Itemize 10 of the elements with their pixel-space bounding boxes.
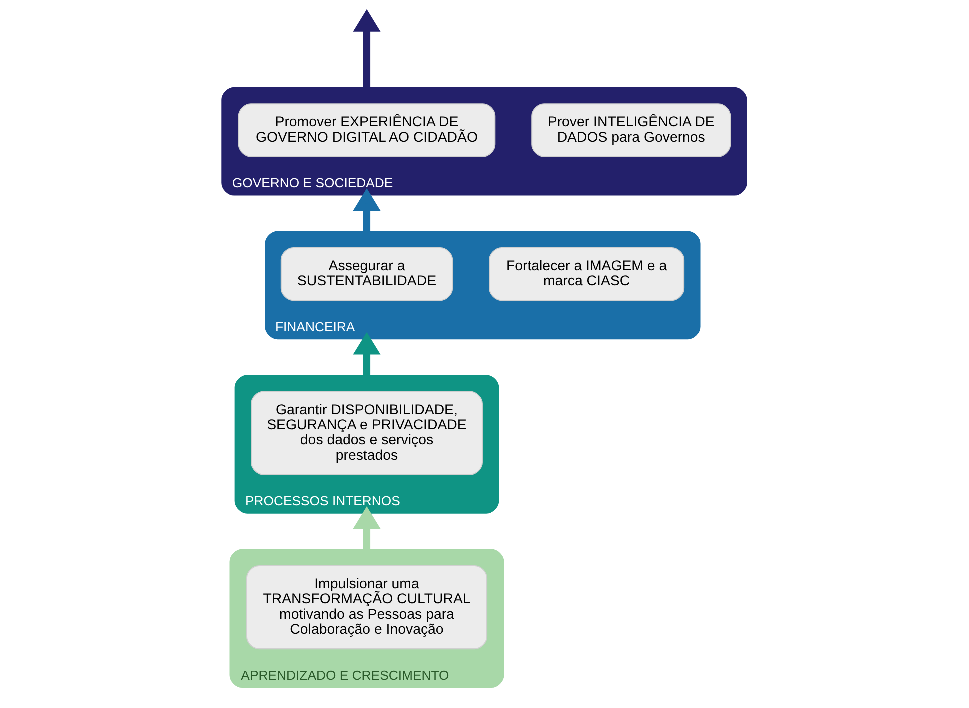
- arrow: [353, 9, 381, 88]
- arrow: [353, 332, 381, 376]
- node-box: Assegurar a SUSTENTABILIDADE: [280, 247, 454, 302]
- node-box: Fortalecer a IMAGEM e a marca CIASC: [489, 247, 685, 302]
- arrow: [353, 188, 381, 232]
- arrow: [353, 506, 381, 550]
- node-box: Promover EXPERIÊNCIA DE GOVERNO DIGITAL AO CIDADÃO: [238, 104, 496, 158]
- node-box: Impulsionar uma TRANSFORMAÇÃO CULTURAL motivando as Pessoas para Colaboração e Inovação: [246, 566, 488, 650]
- node-box: Prover INTELIGÊNCIA DE DADOS para Governos: [532, 104, 732, 158]
- node-box: Garantir DISPONIBILIDADE, SEGURANÇA e PRIVACIDADE dos dados e serviços prestados: [251, 391, 483, 476]
